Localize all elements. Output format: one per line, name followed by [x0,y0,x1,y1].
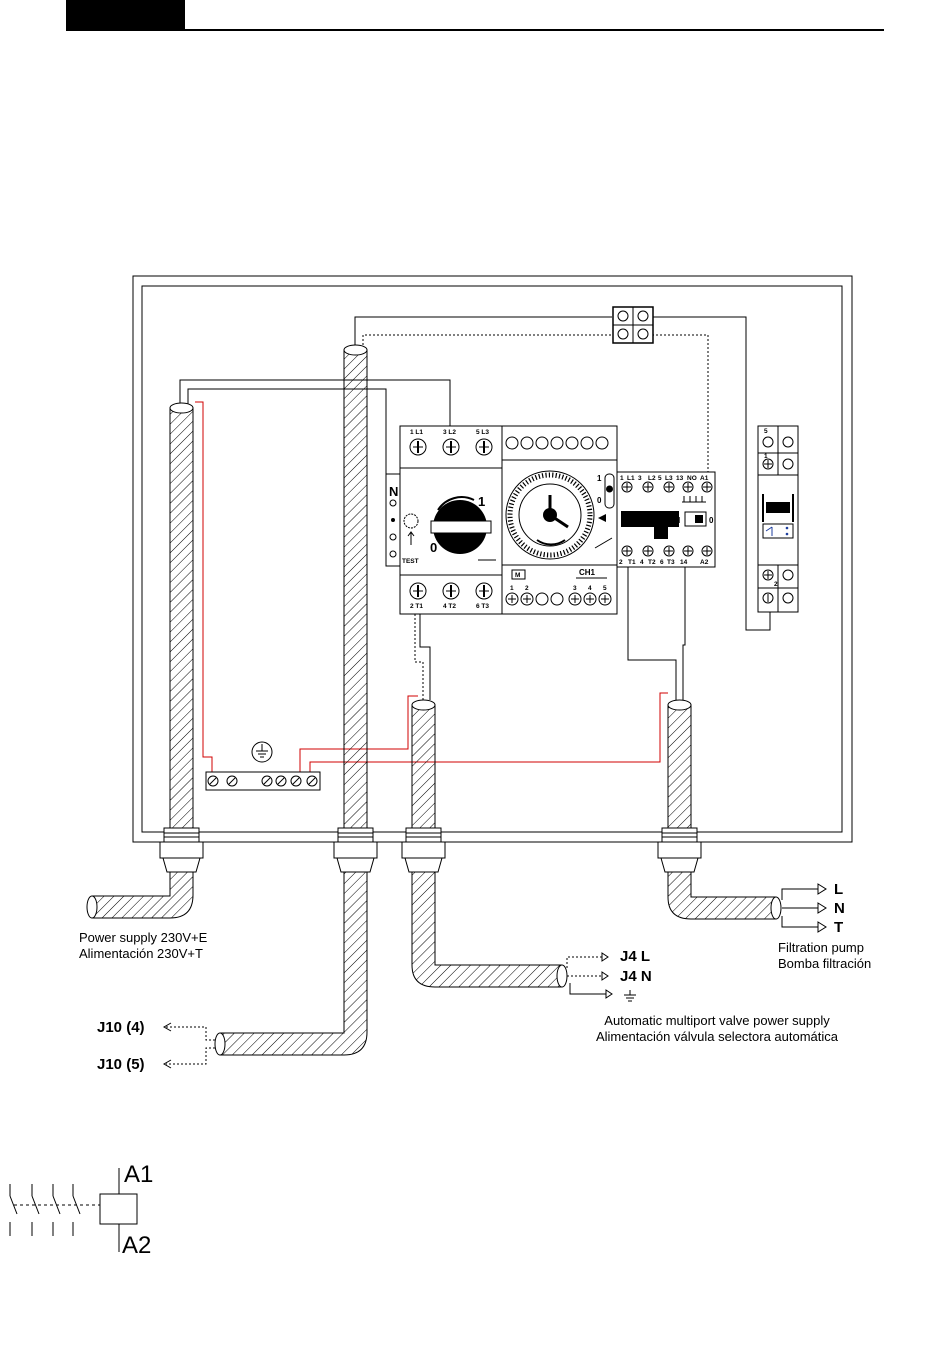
test-label: TEST [402,558,419,565]
pump-out-l: L [834,881,843,898]
contactor-bot-a2: A2 [700,559,709,566]
contactor-bot-t1: T1 [628,559,636,566]
contactor-coil-symbol [9,1168,138,1252]
contactor-bot-14: 14 [680,559,688,566]
timer-term-2: 2 [525,585,529,592]
pump-leads [781,883,827,933]
gland-power [159,827,204,873]
contactor-top-13: 13 [676,475,684,482]
contactor-top-l1: L1 [627,475,635,482]
j4-n-label: J4 N [620,968,652,985]
timer-term-4: 4 [588,585,592,592]
breaker-screw-t3 [475,582,493,600]
breaker-term-t3: 6 T3 [476,603,489,610]
j4-l-label: J4 L [620,948,650,965]
breaker-off-label: 0 [430,540,437,555]
motor-breaker: N 1 L1 3 L2 5 L3 TEST 1 0 2 T1 4 T2 [385,425,503,615]
timer-term-3: 3 [573,585,577,592]
internal-wiring [179,316,771,700]
enclosure-outer [132,275,853,843]
breaker-term-l2: 3 L2 [443,429,456,436]
cable-j10 [214,344,368,1056]
relay-term-1: 1 [764,453,768,460]
earth-symbol [251,741,273,763]
j10-5-label: J10 (5) [97,1056,145,1073]
breaker-screw-t2 [442,582,460,600]
contactor-bot-t3: T3 [667,559,675,566]
timer-switch-1: 1 [597,474,602,483]
timer-switch-0: 0 [597,496,602,505]
timer-term-1: 1 [510,585,514,592]
earth-terminal-strip [205,741,321,791]
valve-leads [566,952,636,1002]
contactor-top-a1: A1 [700,475,709,482]
contactor-top-3: 3 [638,475,642,482]
breaker-term-t2: 4 T2 [443,603,456,610]
relay-term-2: 2 [774,581,778,588]
valve-label-es: Alimentación válvula selectora automátic… [596,1029,839,1044]
cable-pump [667,699,782,920]
timer-motor-label: M [515,572,520,579]
contactor-on-label: I [678,516,680,525]
contactor-top-5: 5 [658,475,662,482]
breaker-n-label: N [389,484,398,499]
enclosure-inner [141,285,843,833]
contactor-top-l2: L2 [648,475,656,482]
j10-leads [162,1022,215,1069]
contactor-off-label: 0 [709,516,714,525]
gland-j10 [333,827,378,873]
breaker-term-l3: 5 L3 [476,429,489,436]
gland-pump [657,827,702,873]
contactor-top-no: NO [687,475,697,482]
contactor-top-1: 1 [620,475,624,482]
cable-valve [411,699,568,988]
test-button [403,513,419,529]
breaker-screw-l3 [475,438,493,456]
timer-term-5: 5 [603,585,607,592]
pump-label-en: Filtration pump [778,940,864,955]
gland-valve [401,827,446,873]
cable-glands [159,827,702,873]
breaker-screw-t1 [409,582,427,600]
contactor-top-l3: L3 [665,475,673,482]
contactor-bot-6: 6 [660,559,664,566]
coil-a1-label: A1 [124,1161,153,1188]
header-tab [66,0,185,30]
relay-term-5: 5 [764,428,768,435]
bridge-terminal-block [612,306,654,344]
thermal-relay: 5 1 2 [757,425,799,613]
breaker-screw-l1 [409,438,427,456]
breaker-screw-l2 [442,438,460,456]
breaker-term-t1: 2 T1 [410,603,423,610]
contactor: 1 L1 3 L2 5 L3 13 NO A1 I 0 2 [616,471,716,568]
breaker-on-label: 1 [478,494,485,509]
power-supply-label-es: Alimentación 230V+T [79,946,203,961]
contactor-bot-4: 4 [640,559,644,566]
valve-label-en: Automatic multiport valve power supply [604,1013,830,1028]
j10-4-label: J10 (4) [97,1019,145,1036]
pump-label-es: Bomba filtración [778,956,871,971]
contactor-bot-2: 2 [619,559,623,566]
pump-out-t: T [834,919,843,936]
time-switch: 1 0 M CH1 1 2 3 4 5 [501,425,618,615]
earth-wiring [195,401,668,778]
power-supply-label-en: Power supply 230V+E [79,930,208,945]
timer-ch1-label: CH1 [579,568,596,577]
coil-a2-label: A2 [122,1232,151,1259]
breaker-term-l1: 1 L1 [410,429,423,436]
contactor-bot-t2: T2 [648,559,656,566]
pump-out-n: N [834,900,845,917]
